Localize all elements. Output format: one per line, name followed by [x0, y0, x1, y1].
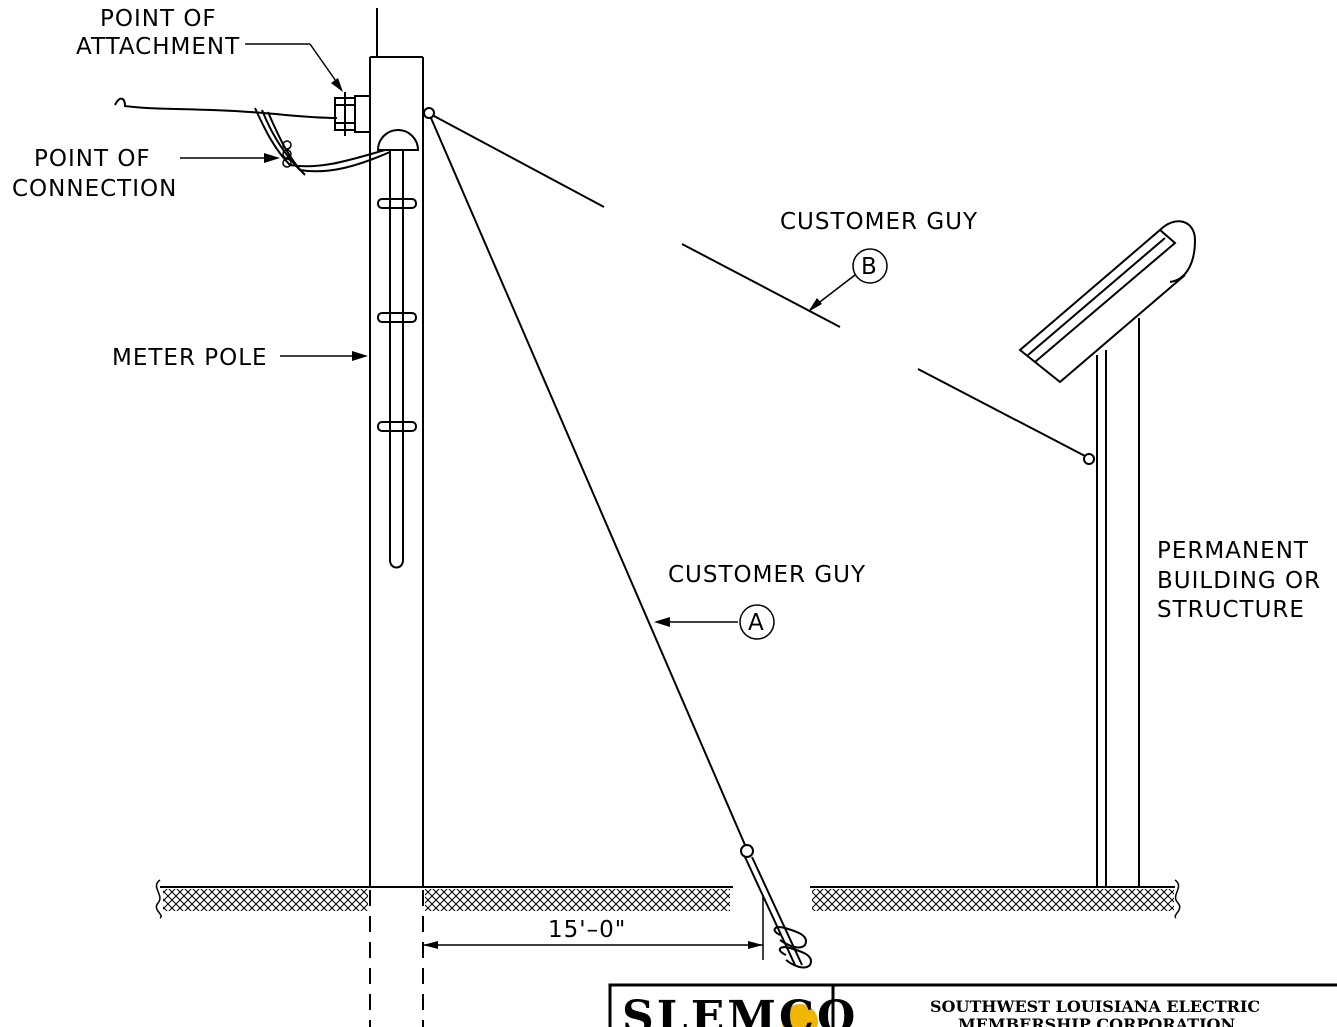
leader-meter-pole	[280, 351, 368, 361]
label-customer-guy-a: CUSTOMER GUY	[668, 562, 866, 588]
logo-text: SLEMCO	[622, 992, 858, 1027]
callout-a-text: A	[748, 610, 765, 636]
org-name-line2: MEMBERSHIP CORPORATION	[958, 1015, 1235, 1027]
label-meter-pole: METER POLE	[112, 345, 268, 371]
ground	[155, 879, 1181, 919]
dimension-15ft	[423, 895, 764, 960]
customer-guy-a-wire	[430, 117, 812, 969]
callout-b-text: B	[861, 254, 878, 280]
label-dimension: 15'–0"	[548, 917, 626, 943]
meter-conduit	[376, 129, 420, 569]
meter-pole	[369, 8, 424, 1027]
customer-guy-b-wire	[433, 115, 1086, 457]
service-insulator	[334, 92, 371, 136]
guy-eyebolt-structure	[1083, 453, 1095, 465]
label-structure-1: PERMANENT	[1157, 538, 1309, 564]
label-connection-1: POINT OF	[34, 146, 151, 172]
callout-a-circle	[739, 604, 775, 640]
label-attachment-1: POINT OF	[100, 6, 217, 32]
title-block: SLEMCO SOUTHWEST LOUISIANA ELECTRIC MEMB…	[608, 983, 1337, 1027]
org-name-line1: SOUTHWEST LOUISIANA ELECTRIC	[930, 997, 1260, 1016]
label-customer-guy-b: CUSTOMER GUY	[780, 209, 978, 235]
label-connection-2: CONNECTION	[12, 176, 177, 202]
service-drop	[114, 97, 391, 176]
slemco-logo: SLEMCO	[622, 992, 858, 1027]
leader-guy-b	[808, 274, 856, 312]
label-structure-3: STRUCTURE	[1157, 597, 1305, 623]
leader-attachment	[245, 43, 343, 92]
guy-eyebolt-pole	[423, 107, 435, 119]
callout-b-circle	[852, 248, 888, 284]
permanent-structure	[1018, 220, 1197, 887]
label-structure-2: BUILDING OR	[1157, 568, 1321, 594]
label-attachment-2: ATTACHMENT	[76, 34, 240, 60]
leader-connection	[180, 153, 280, 163]
leader-guy-a	[654, 617, 738, 627]
